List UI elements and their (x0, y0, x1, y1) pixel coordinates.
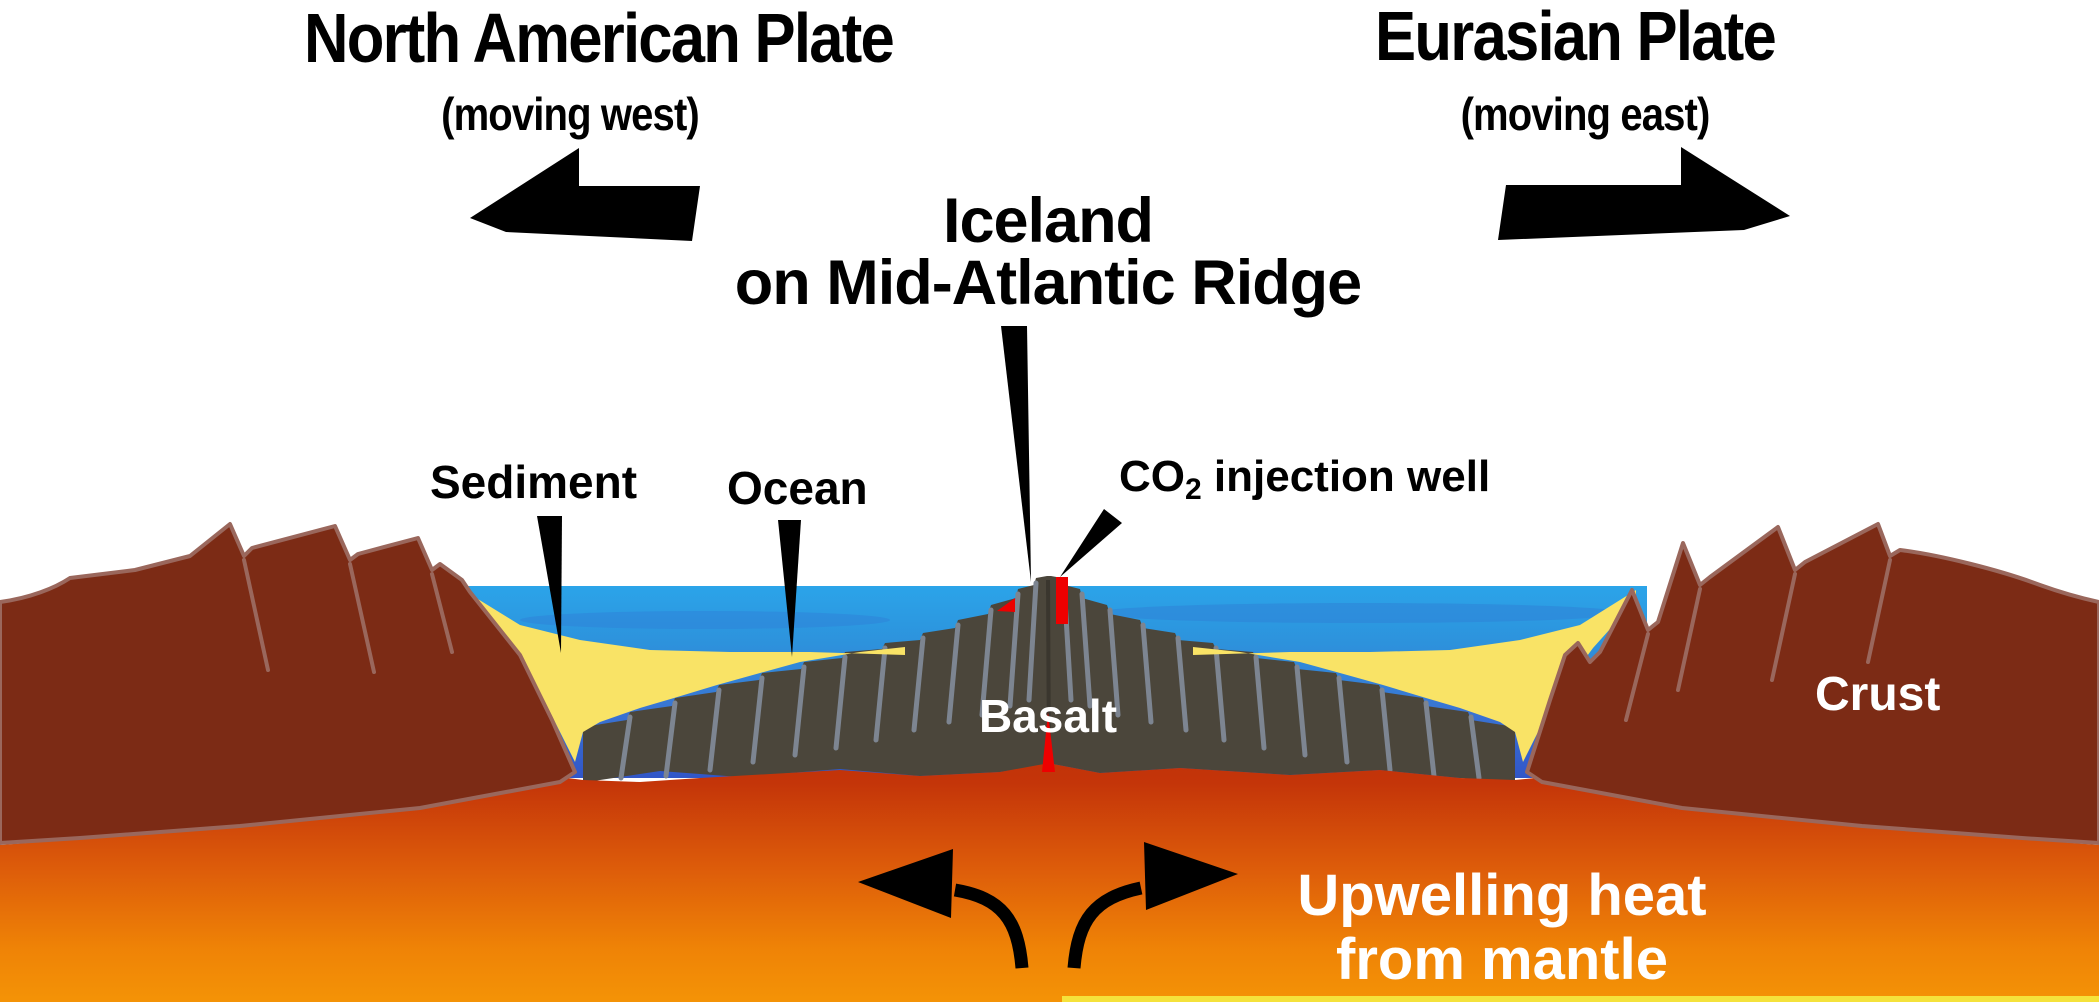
eurasian-plate-title: Eurasian Plate (1375, 0, 1777, 75)
co2-label-prefix: CO (1119, 452, 1185, 501)
crust-fault-lines-left (242, 558, 454, 674)
co2-label-subscript: 2 (1185, 473, 1202, 506)
sediment-right (1193, 590, 1636, 762)
iceland-title-line2: on Mid-Atlantic Ridge (734, 248, 1362, 318)
bottom-strip (1062, 996, 2099, 1002)
upwelling-arrows-icon (858, 842, 1238, 969)
eurasian-plate-direction: (moving east) (1460, 88, 1711, 140)
co2-injection-well-label: CO2 injection well (1119, 452, 1491, 506)
co2-label-suffix: injection well (1201, 452, 1491, 501)
co2-pointer-wedge (1060, 509, 1122, 577)
co2-injection-well-pipe (1056, 577, 1068, 624)
upwelling-label-line2: from mantle (1336, 927, 1668, 992)
rift-magma-spike (1042, 712, 1055, 772)
iceland-pointer-wedge (1001, 326, 1031, 582)
plate-motion-arrows (470, 147, 1790, 241)
sediment-left (460, 588, 905, 762)
ocean-label: Ocean (727, 462, 868, 514)
arrow-right-icon (1498, 147, 1790, 240)
crust-left (0, 522, 577, 845)
basalt-ridge (583, 576, 1515, 783)
iceland-title-line1: Iceland (942, 186, 1154, 256)
sediment-pointer-wedge (537, 516, 562, 653)
sediment-label: Sediment (430, 456, 638, 508)
basalt-fault-lines-right (1061, 580, 1482, 781)
crust-label: Crust (1815, 668, 1941, 721)
crust-fault-lines-right (1624, 558, 1892, 722)
arrow-left-icon (470, 148, 700, 241)
basalt-label: Basalt (978, 690, 1118, 742)
north-american-plate-direction: (moving west) (441, 88, 700, 140)
magma-spot (997, 598, 1015, 612)
ocean-pointer-wedge (778, 520, 801, 657)
upwelling-label-line1: Upwelling heat (1297, 863, 1707, 928)
callout-pointers (537, 326, 1122, 657)
crust-right (1525, 522, 2099, 845)
north-american-plate-title: North American Plate (304, 0, 895, 77)
basalt-fault-lines-left (618, 580, 1039, 781)
